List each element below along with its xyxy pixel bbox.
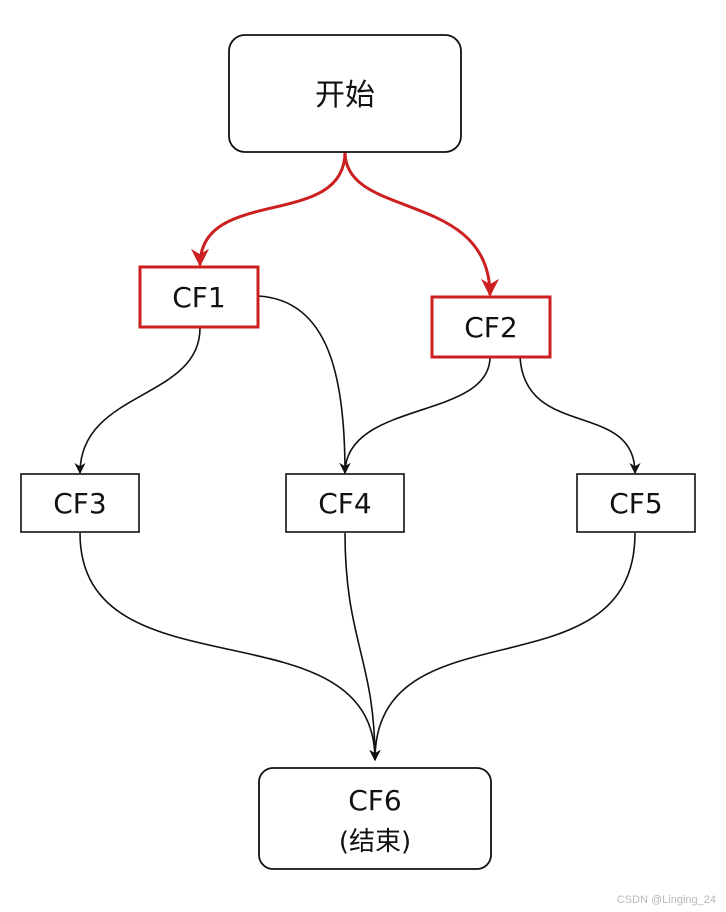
edge-cf3-cf6	[79, 532, 381, 762]
node-cf6-sublabel: (结束)	[339, 827, 411, 857]
node-cf3-label: CF3	[53, 487, 106, 520]
node-cf5-label: CF5	[609, 487, 662, 520]
watermark: CSDN @Linging_24	[616, 894, 716, 906]
edge-cf4-cf6	[344, 532, 381, 762]
edge-cf1-cf3	[74, 327, 201, 475]
node-cf2-label: CF2	[464, 311, 517, 344]
edge-cf2-cf5	[519, 356, 641, 475]
node-start-label: 开始	[315, 78, 375, 113]
node-cf1[interactable]: CF1	[138, 265, 260, 329]
node-cf4[interactable]: CF4	[285, 473, 405, 533]
node-cf2[interactable]: CF2	[430, 295, 552, 359]
node-cf4-label: CF4	[318, 487, 371, 520]
node-cf6-label: CF6	[348, 784, 401, 817]
node-start[interactable]: 开始	[228, 34, 462, 153]
edge-cf2-cf4	[339, 356, 491, 475]
node-cf3[interactable]: CF3	[20, 473, 140, 533]
edge-cf1-cf4	[257, 295, 351, 475]
edge-start-cf1	[191, 151, 347, 267]
node-cf1-label: CF1	[172, 281, 225, 314]
node-cf5[interactable]: CF5	[576, 473, 696, 533]
edge-cf5-cf6	[369, 532, 636, 762]
edge-start-cf2	[343, 151, 499, 297]
node-cf6[interactable]: CF6 (结束)	[258, 767, 492, 870]
